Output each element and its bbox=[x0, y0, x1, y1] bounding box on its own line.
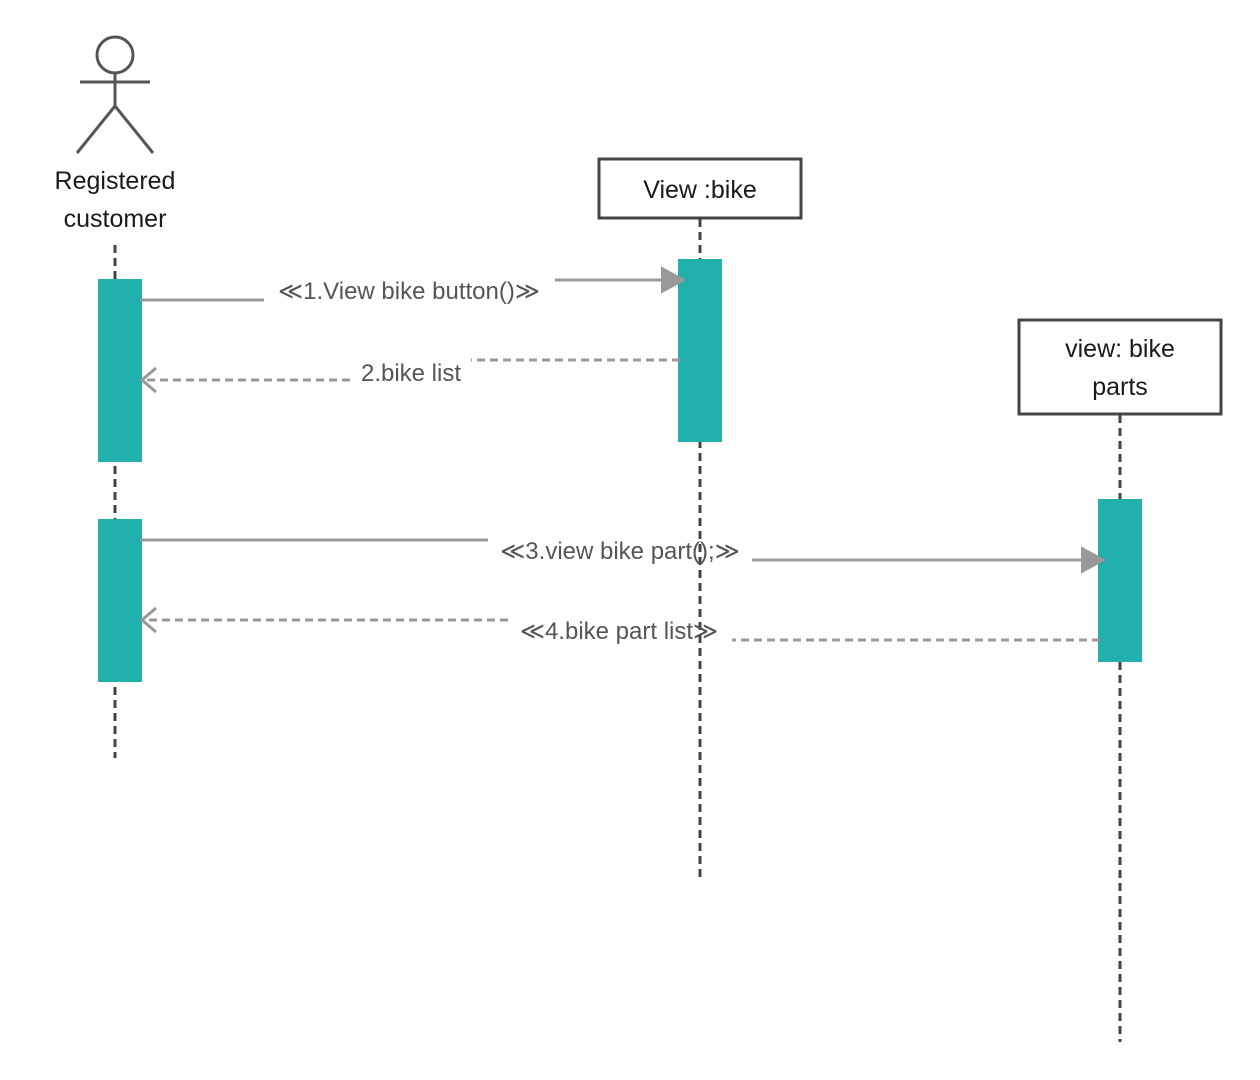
actor-label-line2: customer bbox=[64, 205, 167, 233]
view-bike-parts-activation bbox=[1098, 499, 1142, 662]
message-1-label: ≪1.View bike button()≫ bbox=[278, 278, 540, 305]
view-bike-parts-object-label-line1: view: bike bbox=[1065, 335, 1175, 363]
message-4-label: ≪4.bike part list≫ bbox=[520, 618, 718, 645]
view-bike-parts-object-box bbox=[1017, 318, 1223, 416]
message-2-label: 2.bike list bbox=[361, 360, 461, 387]
actor-stick-figure-icon bbox=[75, 35, 155, 154]
actor-activation-1 bbox=[98, 279, 142, 462]
message-4-arrow bbox=[139, 606, 1100, 642]
view-bike-object-label: View :bike bbox=[643, 176, 757, 204]
message-2-arrow bbox=[139, 358, 680, 394]
message-3-arrow bbox=[140, 538, 1107, 574]
actor-label-line1: Registered bbox=[55, 167, 176, 195]
actor-activation-2 bbox=[98, 519, 142, 682]
view-bike-activation bbox=[678, 259, 722, 442]
view-bike-parts-object-label-line2: parts bbox=[1092, 373, 1148, 401]
view-bike-object-box bbox=[597, 157, 803, 220]
message-3-label: ≪3.view bike part();≫ bbox=[500, 538, 740, 565]
message-1-arrow bbox=[140, 266, 687, 302]
